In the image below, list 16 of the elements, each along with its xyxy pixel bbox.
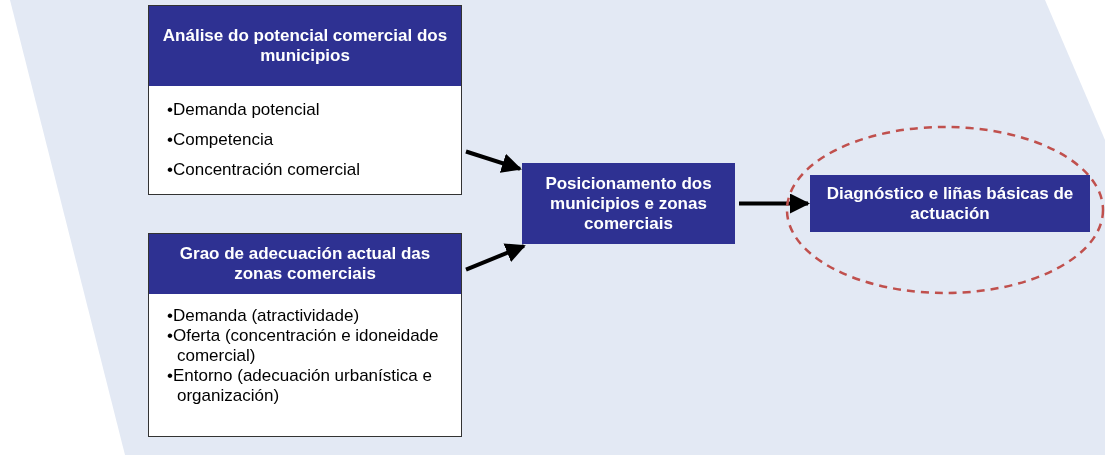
arrow (465, 243, 526, 272)
process-box: Diagnóstico e liñas básicas de actuación (810, 175, 1090, 232)
arrow (739, 193, 810, 214)
arrow (465, 149, 522, 173)
list-card (148, 5, 462, 195)
card-heading: Grao de adecuación actual das zonas comerciais (149, 234, 461, 294)
card-heading: Análise do potencial comercial dos municipios (149, 6, 461, 86)
bullet-item: •Concentración comercial (167, 160, 362, 180)
dashed-ellipse (785, 125, 1105, 295)
bullet-item: •Demanda potencial (167, 100, 321, 120)
bullet-item: •Entorno (adecuación urbanística e organización) (167, 366, 433, 406)
process-box: Posicionamento dos municipios e zonas comerciais (522, 163, 735, 244)
bullet-item: •Competencia (167, 130, 275, 150)
bullet-item: •Demanda (atractividade) (167, 306, 361, 326)
bullet-item: •Oferta (concentración e idoneidade comercial) (167, 326, 440, 366)
list-card (148, 233, 462, 437)
